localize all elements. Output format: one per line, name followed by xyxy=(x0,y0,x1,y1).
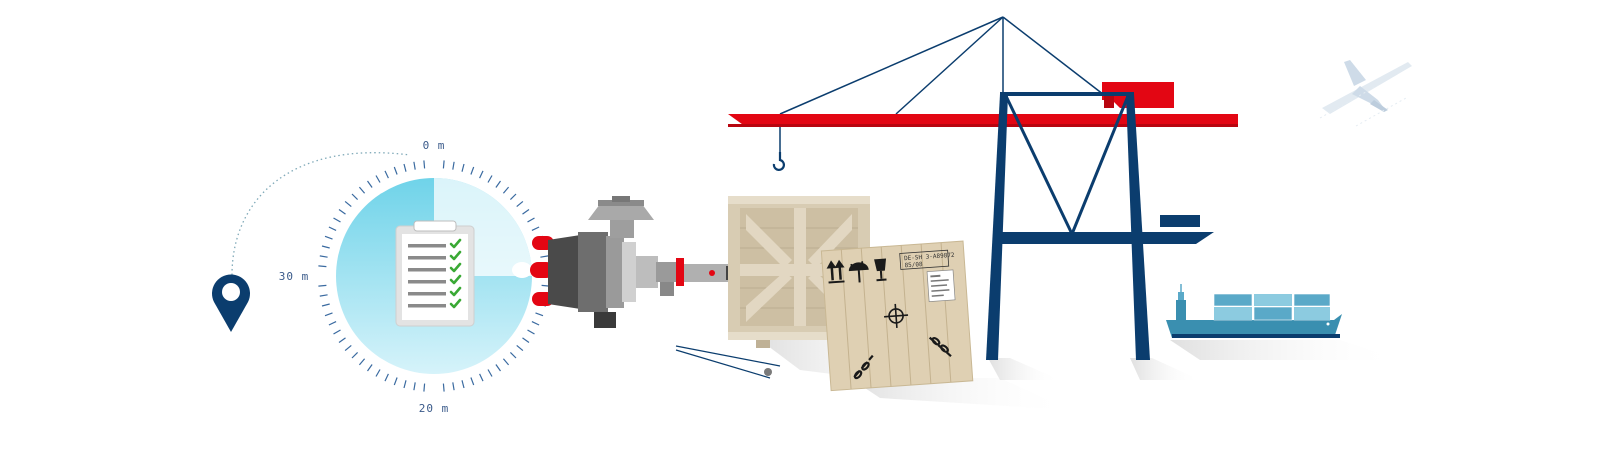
dial-tick xyxy=(442,160,445,169)
dial-tick xyxy=(367,364,373,372)
dial-tick xyxy=(333,329,341,335)
dial-tick xyxy=(375,369,381,377)
pump-motor-icon xyxy=(512,196,738,328)
crate-stencil-line2: 85/08 xyxy=(904,261,923,269)
dial-tick xyxy=(479,373,484,382)
dial-tick xyxy=(423,383,426,392)
dial-tick xyxy=(461,380,465,389)
dial-tick xyxy=(324,312,333,317)
container-ship-icon xyxy=(1166,284,1342,338)
dial-tick xyxy=(318,284,327,287)
dial-tick xyxy=(367,180,373,188)
dial-tick xyxy=(535,312,544,317)
dial-tick xyxy=(358,186,366,194)
dial-tick xyxy=(319,294,328,297)
dial-tick xyxy=(375,175,381,183)
clipboard-checklist-icon xyxy=(395,220,475,327)
dial-tick xyxy=(384,373,389,382)
route-dotted-path xyxy=(231,152,411,276)
dial-tick xyxy=(487,175,493,183)
dial-tick xyxy=(502,186,510,194)
dial-tick xyxy=(328,321,337,326)
dial-tick xyxy=(324,235,333,240)
handling-symbols-icon: DE-SH 3-A89872 85/08 xyxy=(820,240,974,392)
dial-tick xyxy=(338,209,346,215)
dial-tick xyxy=(516,344,524,352)
dial-tick xyxy=(540,255,549,258)
dial-tick xyxy=(321,303,330,307)
dial-bottom-label: 20 m xyxy=(419,402,450,415)
dial-tick xyxy=(527,329,535,335)
dial-tick xyxy=(423,160,426,169)
airplane-icon xyxy=(1319,60,1412,127)
dial-tick xyxy=(403,380,407,389)
dial-tick xyxy=(384,170,389,179)
dial-tick xyxy=(358,358,366,366)
dial-tick xyxy=(344,344,352,352)
dial-tick xyxy=(502,358,510,366)
dial-tick xyxy=(413,382,416,391)
dial-tick xyxy=(495,364,501,372)
dial-tick xyxy=(318,265,327,268)
dial-tick xyxy=(509,193,517,201)
dial-tick xyxy=(470,166,475,175)
crate-stencil-line1: DE-SH 3-A89872 xyxy=(904,252,955,263)
dial-tick xyxy=(321,245,330,249)
dial-tick xyxy=(531,226,540,231)
dial-tick xyxy=(509,351,517,359)
dial-left-label: 30 m xyxy=(279,270,310,283)
dial-tick xyxy=(328,226,337,231)
dial-tick xyxy=(351,351,359,359)
location-pin-icon xyxy=(211,274,250,332)
dial-tick xyxy=(487,369,493,377)
dial-tick xyxy=(527,217,535,223)
dial-tick xyxy=(403,163,407,172)
dial-top-label: 0 m xyxy=(423,139,446,152)
dial-tick xyxy=(452,161,455,170)
dial-tick xyxy=(393,377,398,386)
dial-tick xyxy=(319,255,328,258)
dial-tick xyxy=(531,321,540,326)
dial-tick xyxy=(442,383,445,392)
dial-tick xyxy=(344,200,352,208)
dial-tick xyxy=(522,337,530,343)
dial-tick xyxy=(479,170,484,179)
straps xyxy=(675,345,781,379)
dial-tick xyxy=(495,180,501,188)
dial-tick xyxy=(452,382,455,391)
dial-tick xyxy=(333,217,341,223)
dial-tick xyxy=(516,200,524,208)
dial-tick xyxy=(393,166,398,175)
dial-tick xyxy=(522,209,530,215)
harbor-crane-icon xyxy=(728,16,1238,360)
dial-tick xyxy=(351,193,359,201)
dial-tick xyxy=(413,161,416,170)
dial-tick xyxy=(470,377,475,386)
dial-tick xyxy=(461,163,465,172)
dial-tick xyxy=(338,337,346,343)
